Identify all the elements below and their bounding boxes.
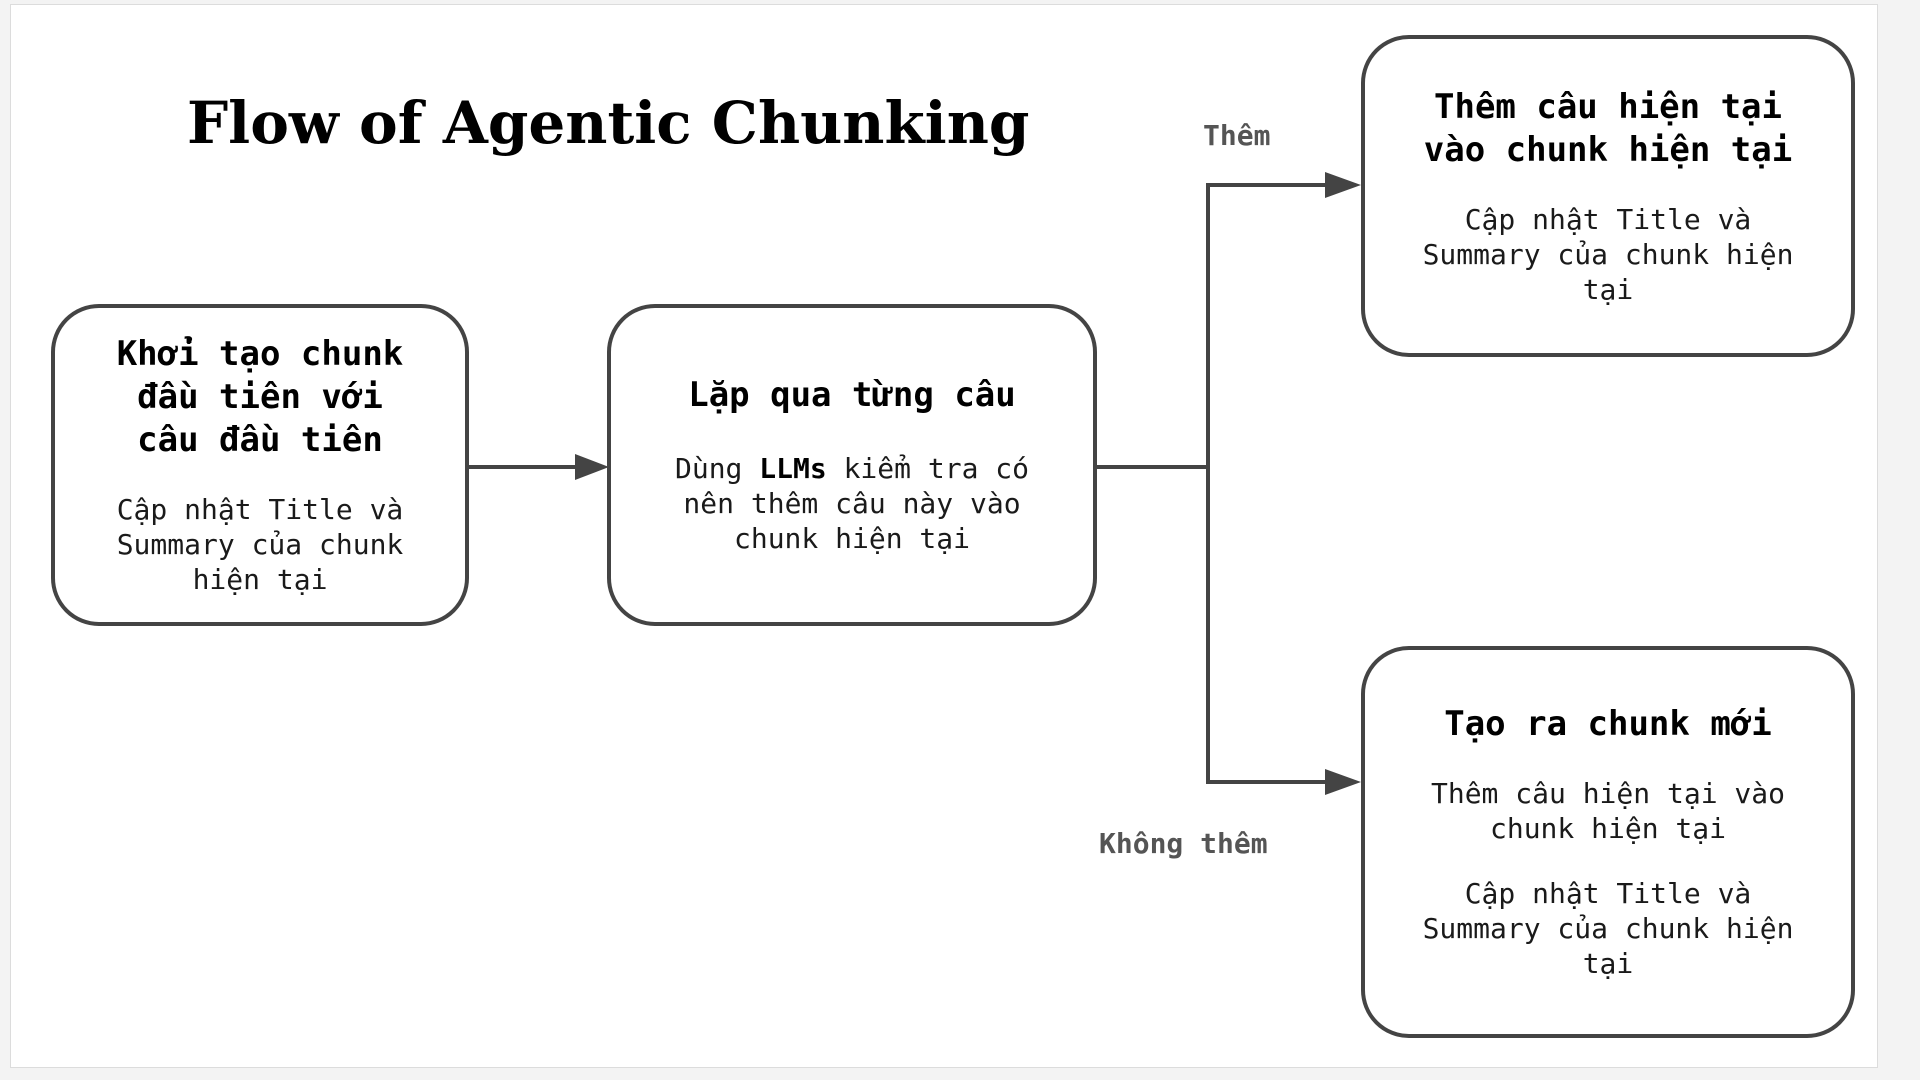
diagram-canvas: Flow of Agentic Chunking K — [10, 4, 1878, 1068]
connectors — [469, 172, 1361, 795]
node-add-text-line: Summary của chunk hiện — [1422, 237, 1794, 271]
node-init-text-line: Cập nhật Title và — [116, 493, 404, 526]
node-init-text: Cập nhật Title và Summary của chunk hiện… — [117, 492, 404, 597]
arrow-loop-to-branch — [1097, 185, 1210, 782]
node-init-title-line: đầu tiên với — [137, 377, 383, 417]
node-new-text-line: tại — [1582, 947, 1634, 980]
node-add-title-line: Thêm câu hiện tại — [1434, 86, 1782, 127]
node-new-text-line: Thêm câu hiện tại vào — [1430, 777, 1785, 810]
node-new-text-2: Cập nhật Title và Summary của chunk hiện… — [1423, 876, 1794, 981]
node-loop-text-post: kiểm tra có — [826, 452, 1030, 485]
node-add-text-line: Cập nhật Title và — [1464, 202, 1752, 236]
arrow-branch-to-new — [1206, 769, 1361, 795]
node-init-chunk: Khởi tạo chunk đầu tiên với câu đầu tiên… — [51, 304, 469, 626]
node-init-title-line: câu đầu tiên — [137, 420, 383, 460]
arrow-branch-to-add — [1206, 172, 1361, 198]
node-loop-text: Dùng LLMs kiểm tra có nên thêm câu này v… — [675, 451, 1029, 556]
node-loop-text-pre: Dùng — [674, 452, 760, 485]
node-init-text-line: Summary của chunk — [116, 528, 404, 561]
node-new-title: Tạo ra chunk mới — [1444, 703, 1772, 746]
node-init-text-line: hiện tại — [192, 563, 328, 596]
node-add-title-line: vào chunk hiện tại — [1423, 129, 1793, 170]
node-loop-title-line: Lặp qua từng câu — [688, 375, 1016, 415]
node-new-chunk: Tạo ra chunk mới Thêm câu hiện tại vào c… — [1361, 646, 1855, 1038]
node-loop-title: Lặp qua từng câu — [688, 374, 1016, 417]
node-add-text: Cập nhật Title và Summary của chunk hiện… — [1423, 202, 1794, 307]
node-loop-text-line: nên thêm câu này vào — [683, 487, 1021, 520]
node-new-title-line: Tạo ra chunk mới — [1444, 704, 1772, 744]
node-loop-text-line: Dùng LLMs kiểm tra có — [675, 451, 1029, 486]
node-new-text-line: chunk hiện tại — [1489, 812, 1726, 845]
node-init-title-line: Khởi tạo chunk — [116, 334, 404, 374]
node-new-text-line: Cập nhật Title và — [1464, 877, 1752, 910]
node-loop-sentences: Lặp qua từng câu Dùng LLMs kiểm tra có n… — [607, 304, 1097, 626]
node-new-text: Thêm câu hiện tại vào chunk hiện tại — [1431, 776, 1785, 846]
edge-label-no: Không thêm — [1099, 827, 1268, 860]
node-init-title: Khởi tạo chunk đầu tiên với câu đầu tiên — [117, 333, 404, 462]
diagram-title: Flow of Agentic Chunking — [187, 89, 1030, 157]
node-add-title: Thêm câu hiện tại vào chunk hiện tại — [1424, 86, 1792, 172]
arrow-init-to-loop — [469, 454, 609, 480]
node-new-text-line: Summary của chunk hiện — [1422, 912, 1794, 945]
node-loop-text-line: chunk hiện tại — [733, 522, 970, 555]
node-add-sentence: Thêm câu hiện tại vào chunk hiện tại Cập… — [1361, 35, 1855, 357]
node-loop-text-bold: LLMs — [759, 452, 827, 485]
edge-label-yes: Thêm — [1203, 119, 1271, 152]
node-add-text-line: tại — [1582, 272, 1634, 306]
